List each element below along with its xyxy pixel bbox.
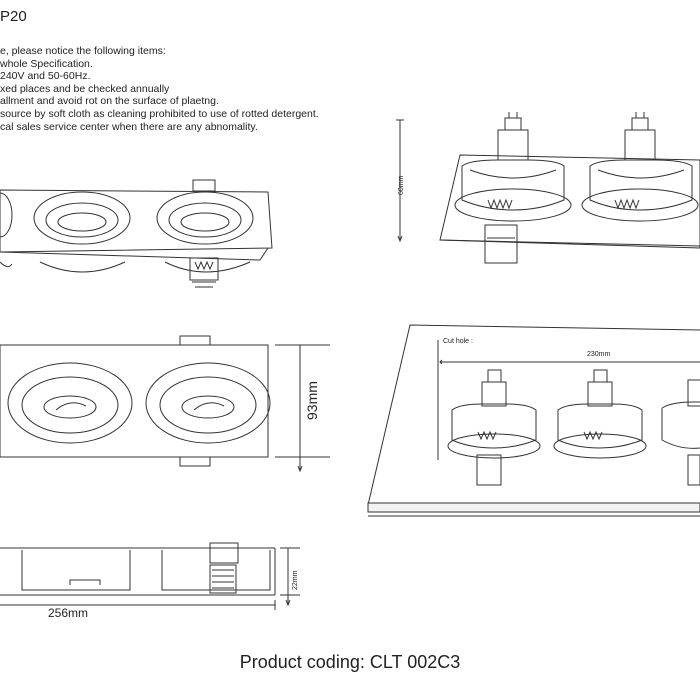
height-dimension-label: 60mm: [398, 175, 405, 195]
cut-hole-label: Cut hole :: [443, 338, 473, 345]
perspective-view: [0, 179, 273, 288]
notice-item: e, please notice the following items:: [0, 45, 166, 57]
cut-hole-width-label: 230mm: [587, 351, 611, 358]
depth-dimension-label: 22mm: [292, 570, 299, 590]
side-view: [396, 112, 700, 264]
notice-item: whole Specification.: [0, 57, 93, 70]
notice-item: allment and avoid rot on the surface of …: [0, 95, 219, 108]
notice-item: cal sales service center when there are …: [0, 120, 258, 133]
notice-item: xed places and be checked annually: [0, 82, 170, 95]
profile-view: [0, 542, 300, 610]
product-coding: Product coding: CLT 002C3: [239, 652, 461, 672]
width-dimension-label: 93mm: [304, 381, 320, 420]
notice-list: e, please notice the following items: wh…: [0, 45, 319, 133]
notice-item: source by soft cloth as cleaning prohibi…: [0, 107, 319, 120]
cut-hole-view: [367, 324, 700, 517]
header-code: P20: [0, 8, 27, 25]
length-dimension-label: 256mm: [48, 606, 89, 620]
notice-item: 240V and 50-60Hz.: [0, 70, 91, 83]
front-view: [0, 335, 330, 473]
